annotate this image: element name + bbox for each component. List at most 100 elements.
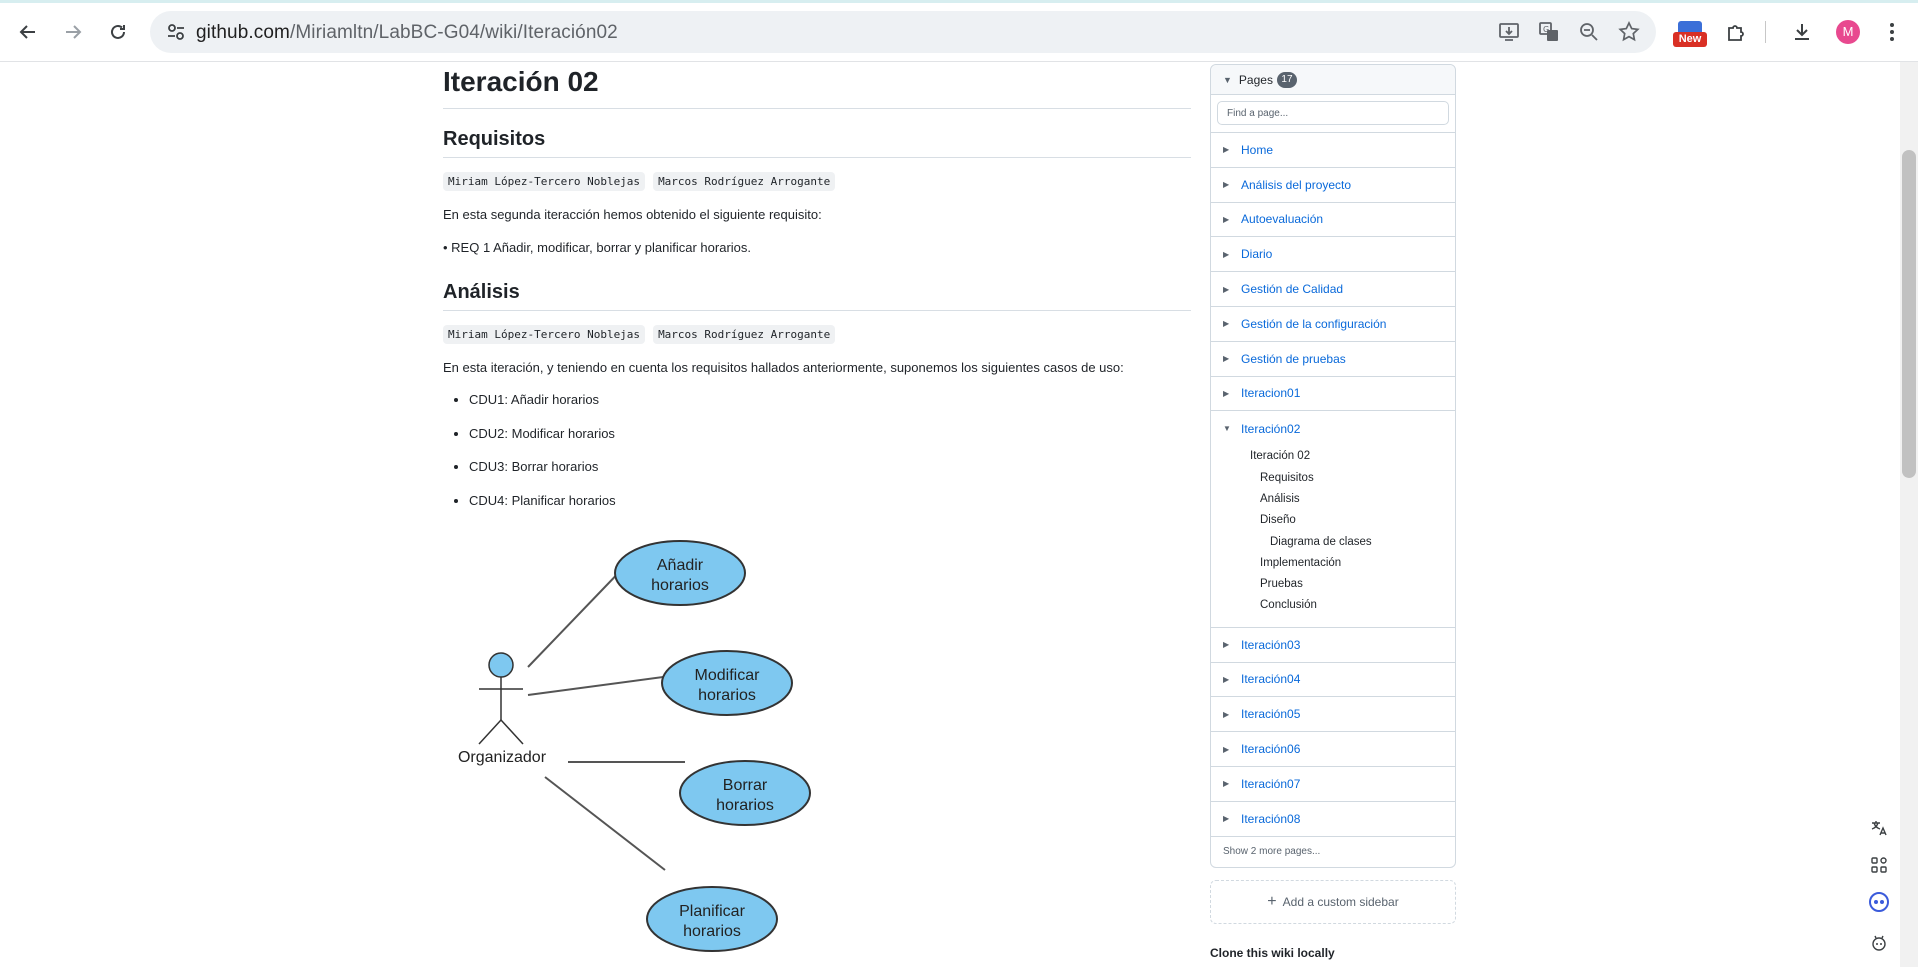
add-custom-sidebar-label: Add a custom sidebar	[1282, 895, 1399, 909]
requisito-item: • REQ 1 Añadir, modificar, borrar y plan…	[443, 240, 752, 255]
translate-page-icon[interactable]	[1864, 813, 1894, 843]
sidebar-item-iteracion02-expanded: ▼Iteración02 Iteración 02 Requisitos Aná…	[1211, 411, 1455, 628]
list-item: CDU1: Añadir horarios	[469, 392, 616, 426]
sidebar-item-label: Iteracion01	[1241, 386, 1301, 401]
sidebar-item-home[interactable]: ▶ Home	[1211, 133, 1455, 168]
add-custom-sidebar-button[interactable]: + Add a custom sidebar	[1210, 880, 1456, 924]
sidebar-item-label: Gestión de Calidad	[1241, 282, 1344, 297]
sidebar-item-iteracion06[interactable]: ▶Iteración06	[1211, 732, 1455, 767]
reload-button[interactable]	[100, 14, 136, 50]
downloads-button[interactable]	[1784, 14, 1820, 50]
sidebar-item-diario[interactable]: ▶Diario	[1211, 237, 1455, 273]
list-item: CDU4: Planificar horarios	[469, 493, 616, 527]
sidebar-item-gestion-pruebas[interactable]: ▶Gestión de pruebas	[1211, 342, 1455, 377]
arrow-left-icon	[19, 25, 35, 39]
sidebar-item-label: Home	[1241, 142, 1274, 157]
toc-item[interactable]: Requisitos	[1260, 471, 1314, 484]
caret-right-icon: ▶	[1223, 319, 1230, 329]
sidebar-item-iteracion04[interactable]: ▶Iteración04	[1211, 663, 1455, 698]
translate-icon[interactable]: G	[1537, 20, 1561, 44]
toc-item[interactable]: Diagrama de clases	[1270, 535, 1372, 548]
toc-item[interactable]: Diseño	[1260, 514, 1296, 527]
reload-icon	[111, 24, 125, 39]
caret-right-icon: ▶	[1223, 744, 1230, 754]
analisis-authors: Miriam López-Tercero Noblejas Marcos Rod…	[443, 325, 836, 344]
association-line	[544, 776, 666, 871]
bookmark-star-icon[interactable]	[1617, 20, 1641, 44]
scrollbar-thumb[interactable]	[1902, 150, 1916, 478]
site-settings-icon[interactable]	[164, 20, 188, 44]
sidebar-item-iteracion01[interactable]: ▶ Iteracion01	[1211, 377, 1455, 412]
author-tag: Miriam López-Tercero Noblejas	[443, 325, 646, 344]
bot-icon[interactable]	[1864, 928, 1894, 958]
caret-right-icon: ▶	[1223, 214, 1230, 224]
sidebar-item-label: Análisis del proyecto	[1241, 177, 1352, 192]
forward-button[interactable]	[55, 14, 91, 50]
show-more-pages-link[interactable]: Show 2 more pages...	[1223, 846, 1321, 858]
sidebar-item-label: Iteración04	[1241, 672, 1301, 687]
sidebar-item-iteracion07[interactable]: ▶Iteración07	[1211, 767, 1455, 802]
toc-item[interactable]: Iteración 02	[1250, 450, 1311, 463]
caret-right-icon: ▶	[1223, 814, 1230, 824]
apps-grid-icon[interactable]	[1864, 850, 1894, 880]
pages-label: Pages	[1238, 72, 1273, 87]
sidebar-item-label: Iteración02	[1241, 421, 1301, 436]
author-tag: Marcos Rodríguez Arrogante	[653, 172, 836, 191]
toc-item[interactable]: Pruebas	[1260, 578, 1303, 591]
sidebar-item-iteracion02[interactable]: ▼Iteración02	[1223, 411, 1443, 446]
install-app-icon[interactable]	[1497, 20, 1521, 44]
sidebar-item-label: Gestión de la configuración	[1241, 316, 1387, 331]
analisis-intro: En esta iteración, y teniendo en cuenta …	[443, 360, 1124, 375]
toc-item[interactable]: Análisis	[1260, 492, 1300, 505]
pages-toggle[interactable]: ▼ Pages 17	[1211, 65, 1455, 95]
sidebar-item-gestion-calidad[interactable]: ▶Gestión de Calidad	[1211, 272, 1455, 307]
use-case-line2: horarios	[683, 923, 741, 940]
address-bar[interactable]: github.com/Miriamltn/LabBC-G04/wiki/Iter…	[150, 11, 1656, 53]
use-case-anadir: Añadir horarios	[614, 540, 746, 606]
sidebar-item-autoevaluacion[interactable]: ▶ Autoevaluación	[1211, 203, 1455, 238]
back-button[interactable]	[10, 14, 46, 50]
sidebar-item-label: Gestión de pruebas	[1241, 351, 1346, 366]
download-icon	[1795, 24, 1809, 40]
association-line	[527, 562, 629, 668]
use-case-list: CDU1: Añadir horarios CDU2: Modificar ho…	[469, 392, 616, 526]
toc-item[interactable]: Implementación	[1260, 556, 1342, 569]
arrow-right-icon	[66, 25, 82, 39]
page-viewport: Iteración 02 Requisitos Miriam López-Ter…	[0, 62, 1900, 967]
use-case-line1: Añadir	[657, 557, 704, 574]
url-text[interactable]: github.com/Miriamltn/LabBC-G04/wiki/Iter…	[196, 22, 618, 44]
wiki-pages-sidebar: ▼ Pages 17 ▶Home ▶Análisis del proyecto …	[1210, 64, 1456, 868]
actor-label: Organizador	[458, 749, 547, 766]
sidebar-item-analisis-proyecto[interactable]: ▶Análisis del proyecto	[1211, 168, 1455, 203]
sidebar-item-iteracion05[interactable]: ▶Iteración05	[1211, 697, 1455, 733]
profile-avatar[interactable]: M	[1836, 20, 1860, 44]
list-item: CDU2: Modificar horarios	[469, 426, 616, 460]
use-case-line2: horarios	[651, 577, 709, 594]
plus-icon: +	[1267, 893, 1277, 910]
new-badge: New	[1673, 32, 1707, 47]
sidebar-item-iteracion03[interactable]: ▶Iteración03	[1211, 628, 1455, 663]
tab-strip	[0, 0, 1918, 3]
caret-down-icon: ▼	[1223, 74, 1232, 85]
use-case-line2: horarios	[698, 687, 756, 704]
sidebar-item-label: Diario	[1241, 247, 1273, 262]
find-page-input[interactable]	[1217, 101, 1449, 125]
caret-right-icon: ▶	[1223, 388, 1230, 398]
new-extension-button[interactable]: New	[1673, 19, 1707, 49]
extensions-button[interactable]	[1718, 14, 1754, 50]
page-toc: Iteración 02 Requisitos Análisis Diseño …	[1223, 446, 1443, 616]
sidebar-item-iteracion08[interactable]: ▶Iteración08	[1211, 802, 1455, 837]
sidebar-item-gestion-configuracion[interactable]: ▶ Gestión de la configuración	[1211, 307, 1455, 342]
zoom-out-icon[interactable]	[1577, 20, 1601, 44]
use-case-borrar: Borrar horarios	[679, 760, 811, 826]
caret-right-icon: ▶	[1223, 145, 1230, 155]
menu-button[interactable]	[1874, 14, 1910, 50]
use-case-modificar: Modificar horarios	[661, 650, 793, 716]
list-item: CDU3: Borrar horarios	[469, 459, 616, 493]
sidebar-item-label: Autoevaluación	[1241, 212, 1324, 227]
requisitos-intro: En esta segunda iteracción hemos obtenid…	[443, 207, 822, 222]
kebab-menu-icon	[1890, 23, 1894, 41]
browser-toolbar: github.com/Miriamltn/LabBC-G04/wiki/Iter…	[0, 0, 1918, 62]
toc-item[interactable]: Conclusión	[1260, 599, 1317, 612]
assistant-icon[interactable]	[1864, 887, 1894, 917]
